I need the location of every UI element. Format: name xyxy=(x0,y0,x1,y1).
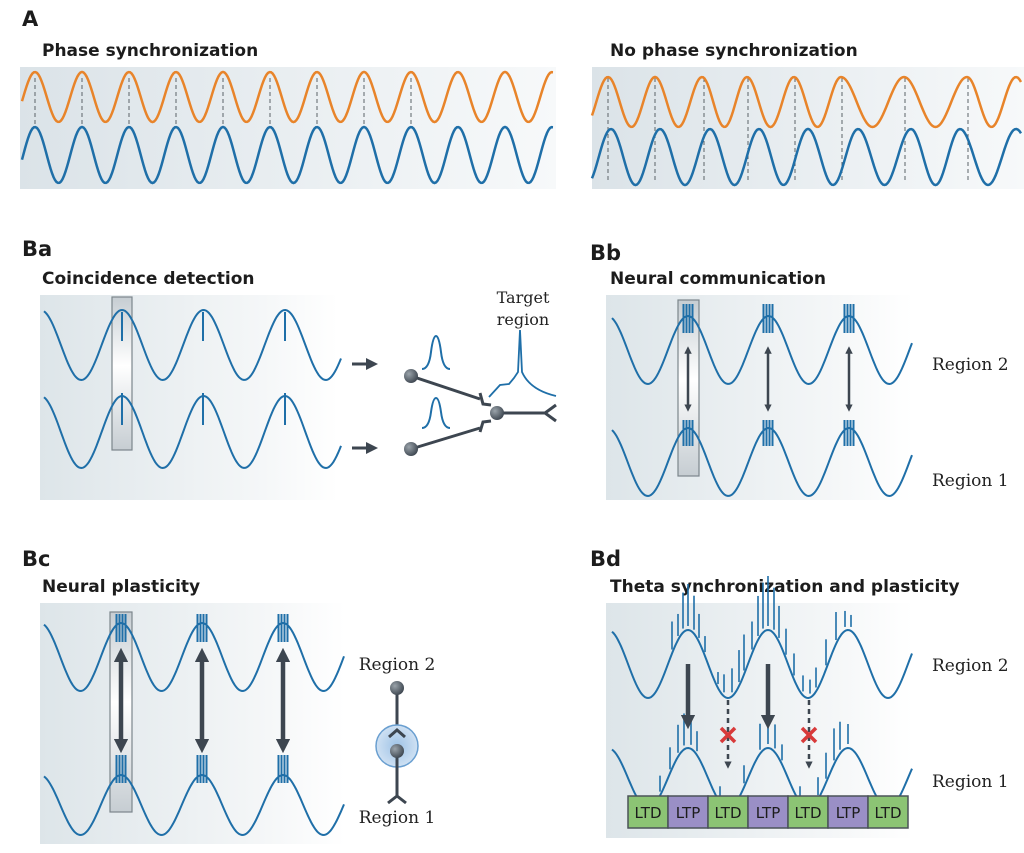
region-1-neuron xyxy=(390,744,404,758)
input-spike-1 xyxy=(421,334,451,370)
panel-letter-Bc: Bc xyxy=(22,547,50,571)
panel-A-left-background xyxy=(20,67,556,189)
target-terminal xyxy=(542,403,557,423)
bc-region-2-label: Region 2 xyxy=(359,655,436,675)
panel-letter-A: A xyxy=(22,7,39,31)
synapse-terminal-2 xyxy=(478,419,492,433)
band-label-3: LTP xyxy=(756,804,781,822)
panel-A-left-title: Phase synchronization xyxy=(42,41,258,61)
target-epsp-trace xyxy=(488,329,557,398)
band-label-1: LTP xyxy=(676,804,701,822)
region-1-terminal xyxy=(387,794,407,805)
synapse-terminal-1 xyxy=(478,392,492,407)
input-spike-2 xyxy=(421,396,451,429)
panel-Ba-background xyxy=(40,295,338,500)
panel-Ba-title: Coincidence detection xyxy=(42,269,254,289)
bc-region-2-wave xyxy=(43,621,345,693)
bb-region-2-label: Region 2 xyxy=(932,355,1009,375)
panel-letter-Ba: Ba xyxy=(22,237,52,261)
communication-waves xyxy=(611,304,913,498)
panel-Bc-title: Neural plasticity xyxy=(42,577,200,597)
band-ltd-4 xyxy=(787,795,829,829)
coincidence-waves xyxy=(43,308,342,470)
plasticity-synapse-diagram xyxy=(375,681,419,805)
band-label-0: LTD xyxy=(634,804,661,822)
bd-region-2-wave xyxy=(611,628,913,700)
coincidence-circuit xyxy=(352,329,557,456)
panel-letter-Bd: Bd xyxy=(590,547,621,571)
panel-Bb-background xyxy=(606,295,913,500)
input-neuron-2 xyxy=(404,442,418,456)
bb-region-1-wave xyxy=(611,426,913,498)
plasticity-bands: LTD LTP LTD LTP LTD LTP LTD xyxy=(627,795,909,829)
nosync-blue-wave xyxy=(590,127,1023,187)
bc-region-1-wave xyxy=(43,773,345,837)
panel-A-right-title: No phase synchronization xyxy=(610,41,858,61)
bd-region-1-label: Region 1 xyxy=(932,772,1009,792)
bb-region-2-wave xyxy=(611,314,913,386)
panel-Bd-title: Theta synchronization and plasticity xyxy=(610,577,960,597)
panel-Bb-title: Neural communication xyxy=(610,269,826,289)
sync-blue-wave xyxy=(20,125,554,185)
panel-Bc-background xyxy=(40,603,345,844)
band-label-4: LTD xyxy=(794,804,821,822)
target-region-label-line2: region xyxy=(497,310,549,329)
phase-sync-waves xyxy=(20,70,1023,187)
ba-lower-wave xyxy=(43,394,342,470)
plasticity-waves xyxy=(43,614,345,837)
axon-2 xyxy=(410,426,481,451)
bd-blocked-cross-b-0 xyxy=(719,726,737,744)
band-label-2: LTD xyxy=(714,804,741,822)
sync-orange-wave xyxy=(20,70,554,124)
bd-blocked-cross-b-1 xyxy=(800,726,818,744)
nosync-orange-wave xyxy=(590,75,1023,129)
target-neuron xyxy=(490,406,504,420)
bd-region-1-wave xyxy=(611,746,913,810)
target-region-label-line1: Target xyxy=(497,288,550,307)
region-2-neuron xyxy=(390,681,404,695)
theta-plasticity-waves xyxy=(611,576,913,810)
bc-region-1-label: Region 1 xyxy=(359,808,436,828)
band-label-5: LTP xyxy=(836,804,861,822)
band-label-6: LTD xyxy=(874,804,901,822)
band-ltd-6 xyxy=(867,795,909,829)
ba-upper-wave xyxy=(43,308,342,382)
input-neuron-1 xyxy=(404,369,418,383)
band-ltd-0 xyxy=(627,795,669,829)
bd-region-2-label: Region 2 xyxy=(932,656,1009,676)
bb-region-1-label: Region 1 xyxy=(932,471,1009,491)
axon-1 xyxy=(410,374,481,401)
panel-letter-Bb: Bb xyxy=(590,241,621,265)
synapse-terminal xyxy=(388,728,406,739)
coincidence-highlight-box xyxy=(111,296,133,451)
